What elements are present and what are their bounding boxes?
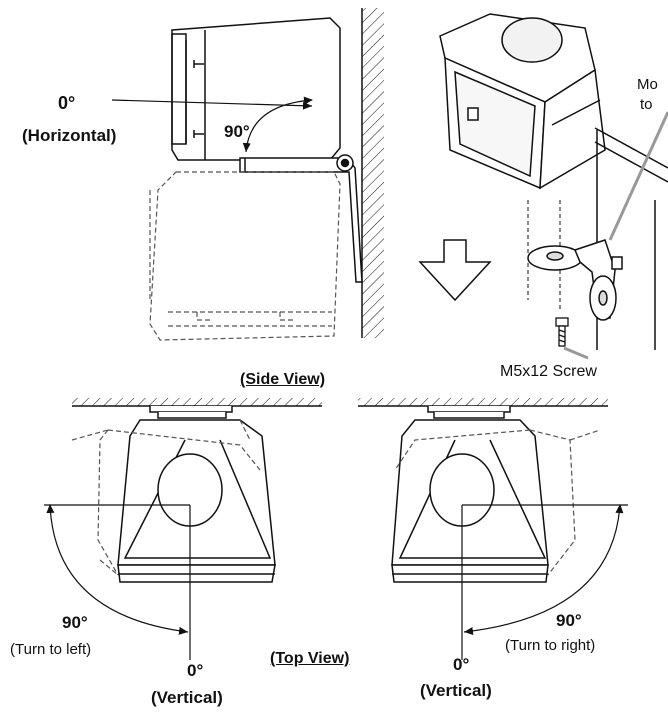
bracket-callout-text-1: Mo — [637, 76, 658, 93]
bracket-callout-line — [608, 111, 668, 241]
left-zero-label: 0° — [187, 661, 204, 680]
top-view-right-drawing — [358, 398, 628, 660]
horizontal-angle-label: 0° — [58, 93, 76, 113]
screw-icon — [555, 317, 569, 347]
right-zero-label: 0° — [453, 655, 470, 674]
down-arrow-icon — [418, 239, 492, 302]
left-angle-label: 90° — [62, 613, 88, 632]
screw-label: M5x12 Screw — [500, 363, 597, 380]
top-view-title: (Top View) — [270, 650, 350, 667]
side-rotation-arc — [242, 96, 313, 153]
horizontal-text-label: (Horizontal) — [22, 126, 117, 145]
bracket-callout-text-2: to — [640, 96, 653, 113]
screw-callout-line — [563, 346, 589, 360]
speaker-perspective — [439, 13, 668, 350]
left-turn-label: (Turn to left) — [10, 641, 92, 658]
speaker-side-rotated — [149, 171, 341, 341]
side-bracket — [239, 154, 363, 283]
logo-badge-icon — [467, 107, 479, 121]
side-angle-label: 90° — [224, 122, 250, 141]
right-vertical-label: (Vertical) — [420, 681, 492, 700]
side-wall-hatch — [362, 8, 384, 338]
speaker-side-horizontal — [171, 17, 341, 161]
bracket-perspective — [527, 239, 623, 321]
top-view-left-drawing — [44, 398, 322, 660]
left-vertical-label: (Vertical) — [151, 688, 223, 707]
right-angle-label: 90° — [556, 611, 582, 630]
right-turn-label: (Turn to right) — [505, 637, 596, 654]
side-view-title: (Side View) — [240, 371, 326, 388]
side-view-drawing — [111, 8, 384, 341]
